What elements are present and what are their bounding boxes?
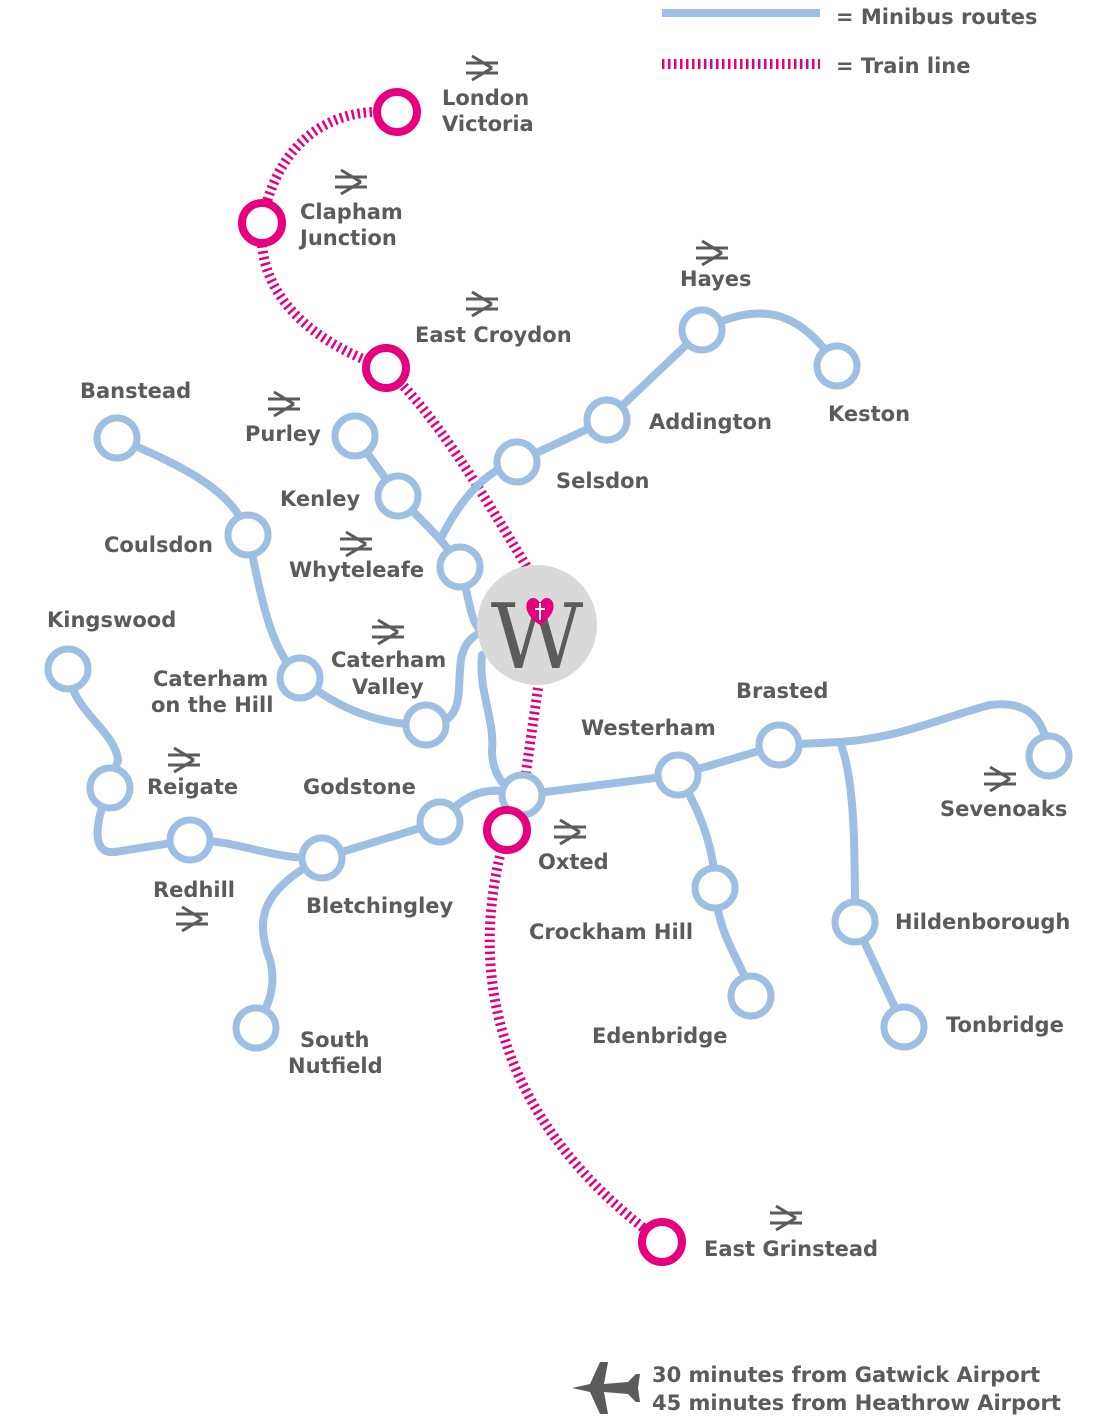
stop-edenbridge bbox=[727, 972, 775, 1020]
label-east-croydon: East Croydon bbox=[415, 323, 572, 347]
rail-icon bbox=[982, 765, 1018, 793]
stop-purley bbox=[331, 412, 379, 460]
stop-crockham-hill bbox=[691, 864, 739, 912]
stop-kenley bbox=[374, 472, 422, 520]
label-bletchingley: Bletchingley bbox=[306, 894, 454, 918]
stop-coulsdon bbox=[224, 511, 272, 559]
train-stations bbox=[238, 88, 686, 1266]
label-tonbridge: Tonbridge bbox=[946, 1013, 1064, 1037]
label-whyteleafe: Whyteleafe bbox=[289, 558, 424, 582]
label-oxted: Oxted bbox=[538, 850, 609, 874]
rail-icon bbox=[464, 54, 500, 82]
gatwick-text: 30 minutes from Gatwick Airport bbox=[652, 1363, 1040, 1387]
stop-south-nutfield bbox=[232, 1004, 280, 1052]
label-sevenoaks: Sevenoaks bbox=[940, 797, 1067, 821]
stop-caterham-valley bbox=[402, 701, 450, 749]
label-east-grinstead: East Grinstead bbox=[704, 1237, 878, 1261]
label-keston: Keston bbox=[828, 402, 910, 426]
label-brasted: Brasted bbox=[736, 679, 828, 703]
rail-icon bbox=[464, 290, 500, 318]
rail-icon bbox=[174, 905, 210, 933]
stop-caterham-hill bbox=[276, 654, 324, 702]
station-london-victoria bbox=[373, 88, 421, 136]
station-oxted bbox=[483, 806, 531, 854]
label-godstone: Godstone bbox=[303, 775, 416, 799]
rail-icon bbox=[266, 390, 302, 418]
label-purley: Purley bbox=[245, 422, 321, 446]
label-addington: Addington bbox=[649, 410, 772, 434]
stop-kingswood bbox=[44, 645, 92, 693]
stop-addington bbox=[583, 396, 631, 444]
label-selsdon: Selsdon bbox=[556, 469, 649, 493]
label-kingswood: Kingswood bbox=[47, 608, 176, 632]
stop-hayes bbox=[678, 306, 726, 354]
stop-brasted bbox=[755, 721, 803, 769]
rail-icon bbox=[333, 168, 369, 196]
rail-icon bbox=[552, 818, 588, 846]
station-clapham-junction bbox=[238, 199, 286, 247]
station-east-grinstead bbox=[638, 1218, 686, 1266]
rail-icon bbox=[768, 1204, 804, 1232]
legend-train-label: = Train line bbox=[836, 54, 971, 78]
stop-hildenborough bbox=[831, 898, 879, 946]
rail-icon bbox=[694, 239, 730, 267]
stop-tonbridge bbox=[880, 1003, 928, 1051]
heathrow-text: 45 minutes from Heathrow Airport bbox=[652, 1391, 1061, 1415]
stop-keston bbox=[813, 342, 861, 390]
station-east-croydon bbox=[362, 344, 410, 392]
stop-redhill bbox=[166, 816, 214, 864]
stop-westerham bbox=[654, 751, 702, 799]
plane-icon bbox=[572, 1362, 640, 1414]
label-westerham: Westerham bbox=[581, 716, 716, 740]
label-reigate: Reigate bbox=[147, 775, 238, 799]
legend: = Minibus routes = Train line bbox=[662, 5, 1037, 78]
label-crockham-hill: Crockham Hill bbox=[529, 920, 693, 944]
stop-sevenoaks bbox=[1025, 732, 1073, 780]
stop-whyteleafe bbox=[436, 543, 484, 591]
label-hayes: Hayes bbox=[680, 267, 752, 291]
stop-bletchingley bbox=[298, 834, 346, 882]
label-kenley: Kenley bbox=[280, 487, 361, 511]
legend-minibus-label: = Minibus routes bbox=[836, 5, 1037, 29]
rail-icon bbox=[166, 746, 202, 774]
train-line bbox=[256, 107, 665, 1247]
rail-icon bbox=[338, 530, 374, 558]
rail-icon bbox=[370, 618, 406, 646]
label-hildenborough: Hildenborough bbox=[895, 910, 1070, 934]
stop-banstead bbox=[93, 414, 141, 462]
stop-reigate bbox=[86, 764, 134, 812]
bus-stops bbox=[44, 306, 1073, 1052]
airport-info: 30 minutes from Gatwick Airport 45 minut… bbox=[572, 1362, 1061, 1415]
label-banstead: Banstead bbox=[80, 379, 191, 403]
stop-selsdon bbox=[493, 438, 541, 486]
label-redhill: Redhill bbox=[153, 878, 235, 902]
label-coulsdon: Coulsdon bbox=[104, 533, 213, 557]
label-edenbridge: Edenbridge bbox=[592, 1024, 727, 1048]
school-logo: W bbox=[477, 565, 597, 690]
stop-godstone bbox=[416, 798, 464, 846]
